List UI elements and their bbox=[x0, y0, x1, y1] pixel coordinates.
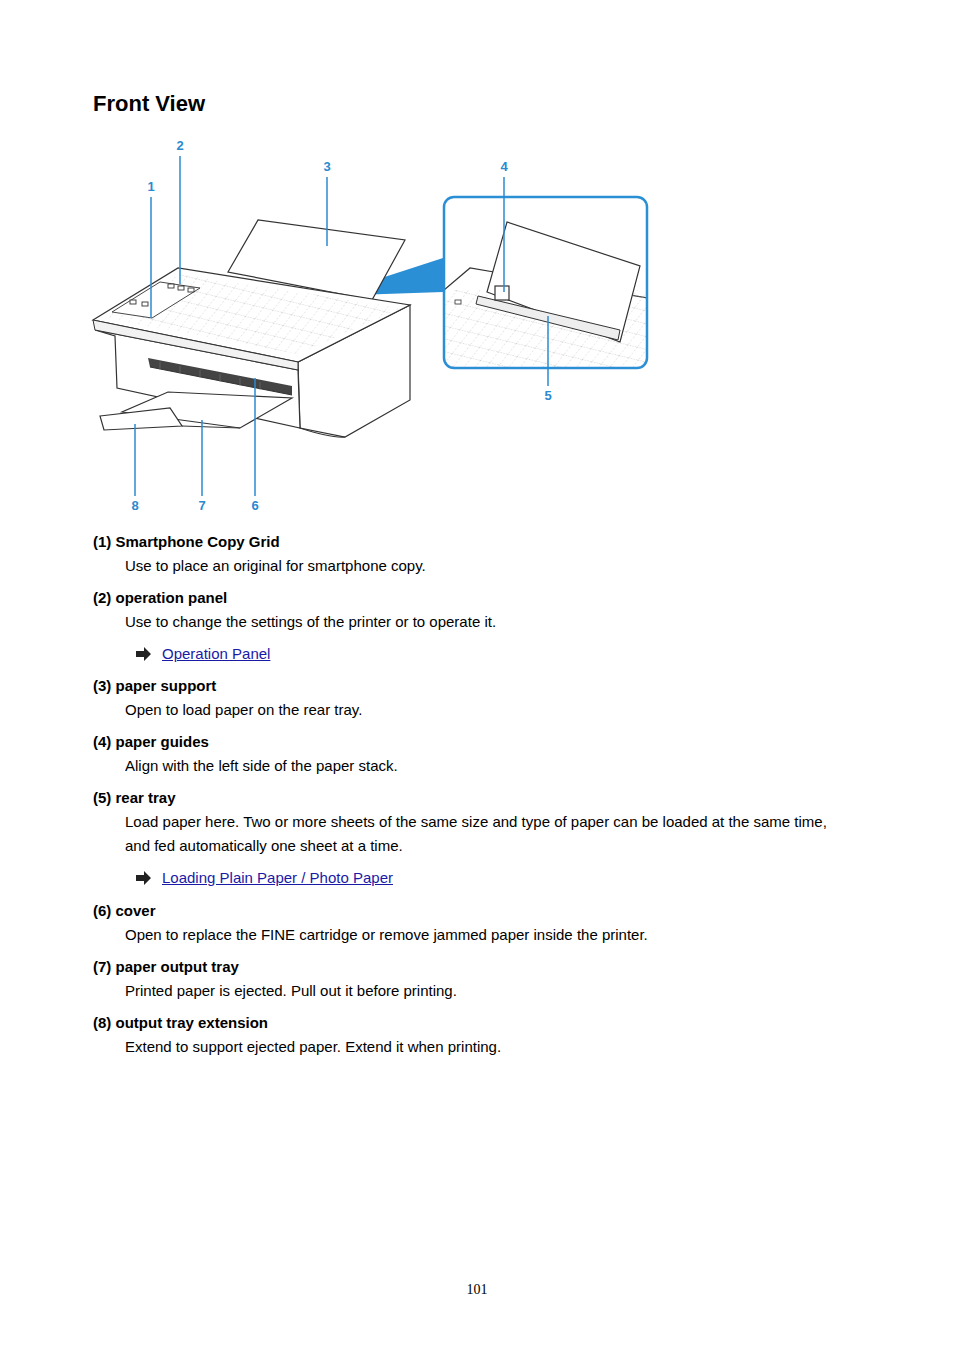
part-description: Printed paper is ejected. Pull out it be… bbox=[125, 982, 457, 1000]
callout-number: 6 bbox=[250, 499, 259, 513]
callout-number: 3 bbox=[322, 160, 331, 174]
part-description: Extend to support ejected paper. Extend … bbox=[125, 1038, 501, 1056]
output-tray-extension bbox=[100, 408, 182, 430]
part-heading: (7) paper output tray bbox=[93, 958, 239, 976]
output-slot bbox=[148, 358, 292, 395]
leader-lines bbox=[135, 156, 548, 496]
callout-number: 8 bbox=[130, 499, 139, 513]
callout-number: 1 bbox=[146, 180, 155, 194]
reference-link: Operation Panel bbox=[162, 645, 270, 663]
callout-number: 5 bbox=[543, 389, 552, 403]
part-heading: (2) operation panel bbox=[93, 589, 227, 607]
part-description: Use to change the settings of the printe… bbox=[125, 613, 496, 631]
part-description: Align with the left side of the paper st… bbox=[125, 757, 398, 775]
callout-number: 2 bbox=[175, 139, 184, 153]
part-heading: (8) output tray extension bbox=[93, 1014, 268, 1032]
part-heading: (5) rear tray bbox=[93, 789, 176, 807]
inset-frame bbox=[444, 197, 647, 368]
page-number: 101 bbox=[467, 1282, 488, 1298]
part-description: Load paper here. Two or more sheets of t… bbox=[125, 810, 855, 858]
part-heading: (1) Smartphone Copy Grid bbox=[93, 533, 280, 551]
part-heading: (3) paper support bbox=[93, 677, 216, 695]
operation-panel bbox=[112, 282, 200, 318]
part-heading: (4) paper guides bbox=[93, 733, 209, 751]
part-description: Open to load paper on the rear tray. bbox=[125, 701, 362, 719]
reference-link: Loading Plain Paper / Photo Paper bbox=[162, 869, 393, 887]
part-heading: (6) cover bbox=[93, 902, 156, 920]
part-description: Open to replace the FINE cartridge or re… bbox=[125, 926, 648, 944]
part-description: Use to place an original for smartphone … bbox=[125, 557, 426, 575]
page-title: Front View bbox=[93, 91, 205, 117]
callout-number: 7 bbox=[197, 499, 206, 513]
paper-guide bbox=[495, 286, 509, 300]
callout-number: 4 bbox=[499, 160, 508, 174]
copy-grid bbox=[90, 260, 420, 370]
